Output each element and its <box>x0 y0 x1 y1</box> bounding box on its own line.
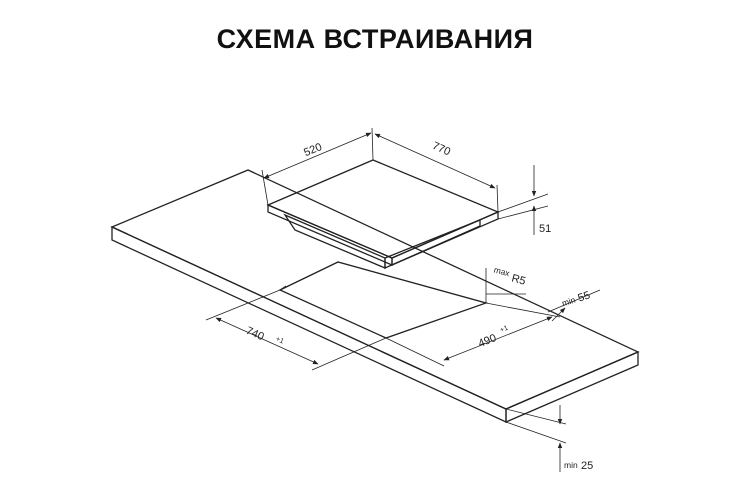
countertop-right-face <box>505 351 639 423</box>
dimension-cutout-depth: 490 +1 <box>385 302 561 367</box>
dimension-hob-height: 51 <box>497 165 551 235</box>
hob <box>266 159 500 269</box>
hob-height-label: 51 <box>539 223 551 235</box>
cutout-opening <box>278 261 489 339</box>
countertop-thickness-prefix: min <box>564 460 578 470</box>
dimension-hob-depth: 770 <box>374 133 499 213</box>
hob-depth-label: 770 <box>430 140 452 158</box>
cutout-depth-tolerance: +1 <box>499 325 509 335</box>
countertop-thickness-label: 25 <box>581 460 593 472</box>
hob-width-label: 520 <box>302 141 324 159</box>
dimension-cutout-width: 740 +1 <box>205 289 387 371</box>
dimension-edge-distance: min 55 <box>547 289 601 322</box>
hob-glass-top <box>266 159 500 259</box>
edge-distance-prefix: min <box>561 294 577 308</box>
countertop-front-face <box>111 225 507 424</box>
countertop <box>110 169 640 424</box>
page-title: СХЕМА ВСТРАИВАНИЯ <box>216 24 534 54</box>
countertop-top-face <box>110 169 640 410</box>
edge-distance-label: 55 <box>576 289 591 304</box>
dimension-countertop-thickness: min 25 <box>505 405 593 472</box>
hob-body <box>283 213 386 269</box>
cutout-width-tolerance: +1 <box>275 336 285 346</box>
dimension-corner-radius: max R5 <box>485 264 527 295</box>
cutout <box>278 261 489 339</box>
cutout-width-label: 740 <box>244 325 266 343</box>
corner-radius-label: R5 <box>510 272 527 287</box>
hob-right-edge <box>391 211 499 266</box>
cutout-depth-label: 490 <box>477 332 499 350</box>
corner-radius-prefix: max <box>493 264 512 278</box>
